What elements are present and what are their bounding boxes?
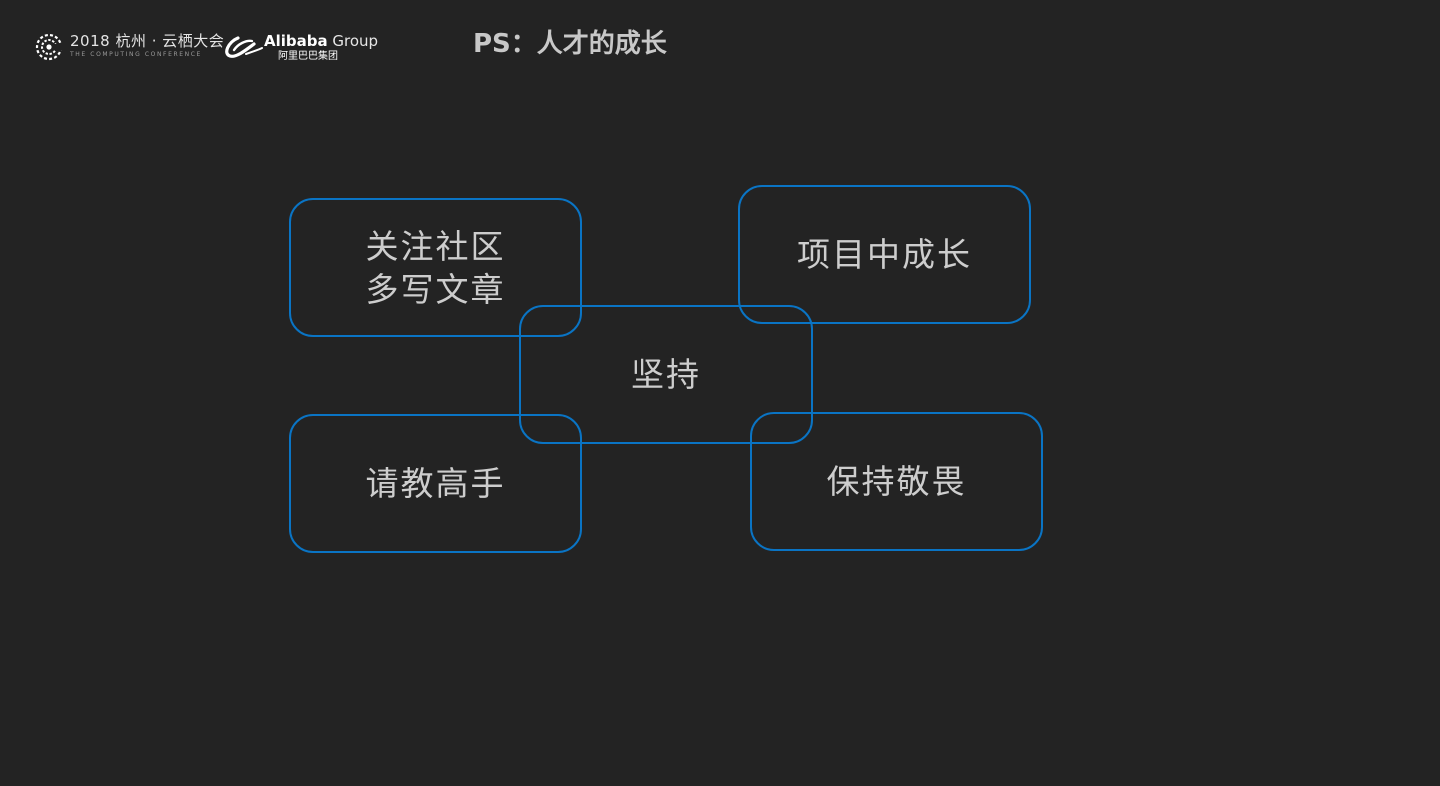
alibaba-logo-group: Group [327, 32, 379, 50]
conference-logo-subtext: THE COMPUTING CONFERENCE [70, 51, 202, 58]
alibaba-logo-icon [225, 36, 263, 58]
page-title: PS：人才的成长 [473, 29, 667, 59]
node-awe: 保持敬畏 [750, 412, 1043, 551]
node-community-line-2: 多写文章 [365, 269, 506, 309]
alibaba-logo-chinese: 阿里巴巴集团 [278, 51, 338, 62]
alibaba-logo-name: Alibaba [264, 32, 328, 50]
alibaba-logo: Alibaba Group 阿里巴巴集团 [224, 32, 378, 62]
conference-logo-icon [35, 33, 64, 61]
conference-logo-text: 2018 杭州 · 云栖大会 [70, 32, 225, 50]
node-project: 项目中成长 [738, 185, 1031, 324]
node-ask-label: 请教高手 [365, 464, 506, 503]
node-community-line-1: 关注社区 [365, 226, 506, 266]
alibaba-logo-wordmark: Alibaba Group [264, 32, 378, 51]
node-community: 关注社区 多写文章 [289, 198, 582, 337]
node-ask: 请教高手 [289, 414, 582, 553]
node-awe-label: 保持敬畏 [826, 462, 967, 501]
conference-logo: 2018 杭州 · 云栖大会 THE COMPUTING CONFERENCE [34, 32, 224, 64]
node-persist: 坚持 [519, 305, 813, 444]
node-persist-label: 坚持 [631, 355, 701, 394]
node-project-label: 项目中成长 [797, 235, 972, 274]
